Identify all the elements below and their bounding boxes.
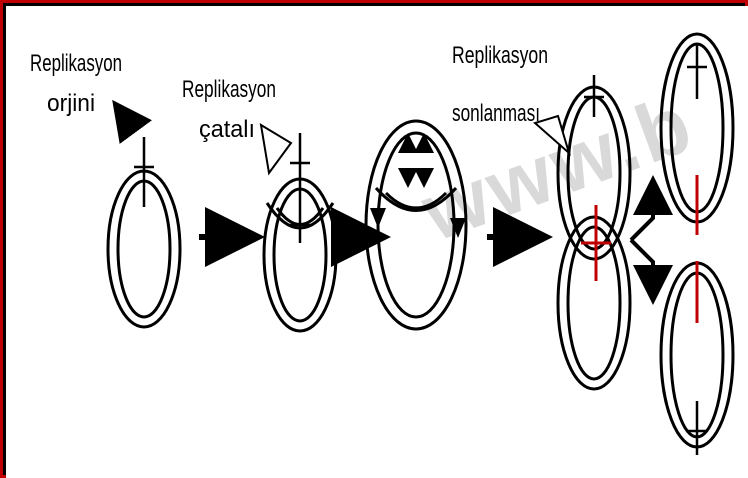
fork-label-line2: çatalı xyxy=(199,116,255,143)
diagram-canvas: www.b xyxy=(6,6,748,478)
origin-pointer-arrow xyxy=(124,116,135,131)
stage-1-plasmid xyxy=(108,137,180,327)
termination-label-line1: Replikasyon xyxy=(452,42,548,69)
replication-diagram: www.b xyxy=(6,6,748,478)
origin-label-line1: Replikasyon xyxy=(30,50,122,77)
fork-pointer xyxy=(261,125,291,173)
branch-arrows xyxy=(631,195,653,285)
fork-label-line1: Replikasyon xyxy=(182,76,276,103)
origin-label-line2: orjini xyxy=(47,90,95,117)
termination-label-line2: sonlanması xyxy=(452,100,540,127)
stage-4-terminus-marker xyxy=(581,205,611,281)
